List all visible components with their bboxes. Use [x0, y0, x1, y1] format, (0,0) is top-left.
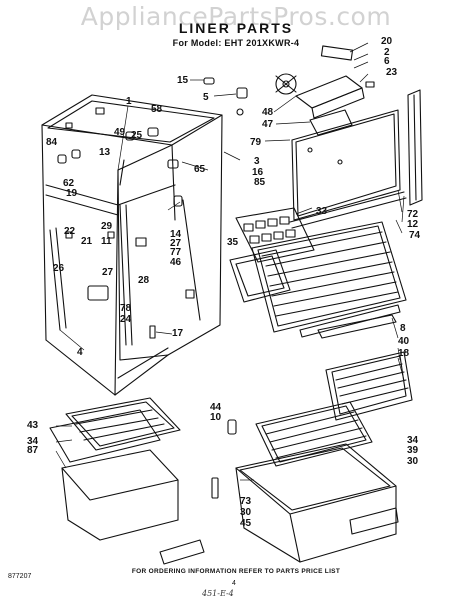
model-line: For Model: EHT 201XKWR-4: [172, 38, 300, 48]
part-label-48: 48: [262, 107, 274, 118]
part-label-11: 11: [101, 236, 112, 247]
part-label-40: 40: [398, 336, 410, 347]
part-label-15: 15: [177, 75, 189, 86]
page-number: 4: [232, 580, 236, 587]
part-label-28: 28: [138, 275, 150, 286]
part-label-58: 58: [151, 104, 163, 115]
part-label-43: 43: [27, 420, 39, 431]
fan-assembly: [203, 45, 375, 136]
part-label-10: 10: [210, 412, 222, 423]
part-label-30b: 30: [240, 507, 252, 518]
rear-panel: [289, 109, 407, 229]
part-label-79: 79: [250, 137, 262, 148]
part-label-85: 85: [254, 177, 266, 188]
handwritten-note: 451-E-4: [202, 589, 234, 598]
part-label-87: 87: [27, 445, 39, 456]
part-label-74: 74: [409, 230, 421, 241]
watermark: AppliancePartsPros.com: [80, 2, 392, 31]
part-label-22: 22: [64, 226, 76, 237]
part-label-77: 77: [170, 247, 182, 258]
liner-cabinet: [41, 94, 223, 396]
part-label-33: 33: [316, 206, 328, 217]
part-label-13: 13: [99, 147, 111, 158]
right-side-strip: [407, 89, 423, 206]
shelf-right-upper: [317, 314, 413, 421]
part-label-65: 65: [194, 164, 206, 175]
part-label-8: 8: [400, 323, 406, 334]
part-label-17: 17: [172, 328, 184, 339]
part-label-84: 84: [46, 137, 58, 148]
part-label-16: 16: [252, 167, 264, 178]
part-label-62: 62: [63, 178, 75, 189]
part-label-2: 2: [384, 47, 390, 58]
part-label-44: 44: [210, 402, 222, 413]
dairy-tray: [229, 207, 315, 303]
part-label-78: 78: [120, 303, 132, 314]
part-label-19: 19: [66, 188, 78, 199]
part-label-27a: 27: [170, 238, 182, 249]
part-label-23: 23: [386, 67, 398, 78]
part-label-29: 29: [101, 221, 113, 232]
part-label-47: 47: [262, 119, 274, 130]
part-label-18: 18: [398, 348, 410, 359]
shelf-upper: [251, 221, 407, 338]
diagram-title: LINER PARTS: [178, 20, 294, 36]
part-label-27b: 27: [102, 267, 114, 278]
part-label-72: 72: [407, 209, 419, 220]
part-label-34b: 34: [407, 435, 419, 446]
part-label-24: 24: [120, 314, 132, 325]
part-label-5: 5: [203, 92, 209, 103]
shelf-right-lower: [255, 401, 373, 467]
part-label-1: 1: [126, 96, 132, 107]
crisper-left: [49, 397, 205, 565]
part-label-45: 45: [240, 518, 252, 529]
part-label-6: 6: [384, 56, 390, 67]
part-label-30a: 30: [407, 456, 419, 467]
part-label-3: 3: [254, 156, 260, 167]
part-label-49: 49: [114, 127, 126, 138]
part-label-46: 46: [170, 257, 182, 268]
part-label-34a: 34: [27, 436, 39, 447]
part-label-21: 21: [81, 236, 93, 247]
part-label-39: 39: [407, 445, 419, 456]
hardware: [57, 127, 237, 499]
part-label-35: 35: [227, 237, 239, 248]
part-label-12: 12: [407, 219, 419, 230]
ordering-footer: FOR ORDERING INFORMATION REFER TO PARTS …: [131, 568, 341, 575]
part-label-20: 20: [381, 36, 393, 47]
part-label-26: 26: [53, 263, 65, 274]
part-label-73: 73: [240, 496, 252, 507]
diagram-code: 877207: [8, 573, 32, 580]
crisper-right: [235, 443, 399, 563]
part-label-4: 4: [77, 347, 83, 358]
part-label-14: 14: [170, 229, 182, 240]
part-label-25: 25: [131, 130, 143, 141]
